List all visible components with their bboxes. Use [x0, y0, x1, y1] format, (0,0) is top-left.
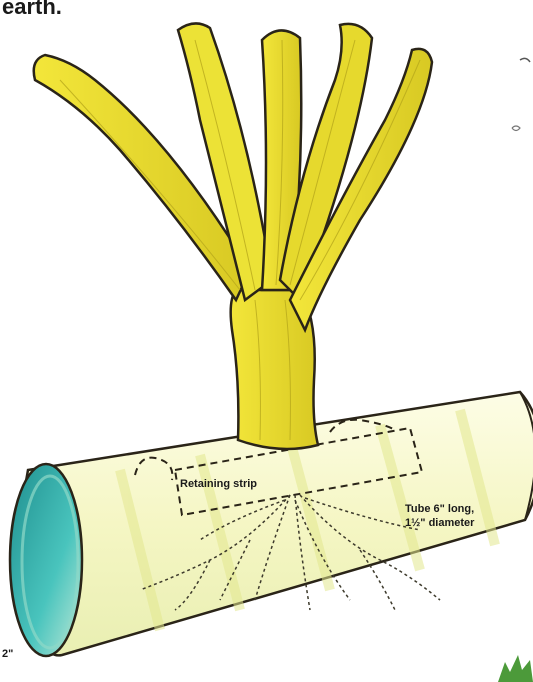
- edge-measure-label: 2": [2, 648, 13, 660]
- decorative-mark: [512, 126, 520, 131]
- tube-size-label-line2: 1½" diameter: [405, 517, 475, 529]
- grass-tuft: [498, 655, 533, 682]
- seedling: [34, 23, 432, 449]
- tube-size-label-line1: Tube 6" long,: [405, 503, 474, 515]
- retaining-strip-label: Retaining strip: [180, 478, 257, 490]
- heading-fragment: earth.: [2, 0, 62, 19]
- decorative-mark: [520, 58, 530, 62]
